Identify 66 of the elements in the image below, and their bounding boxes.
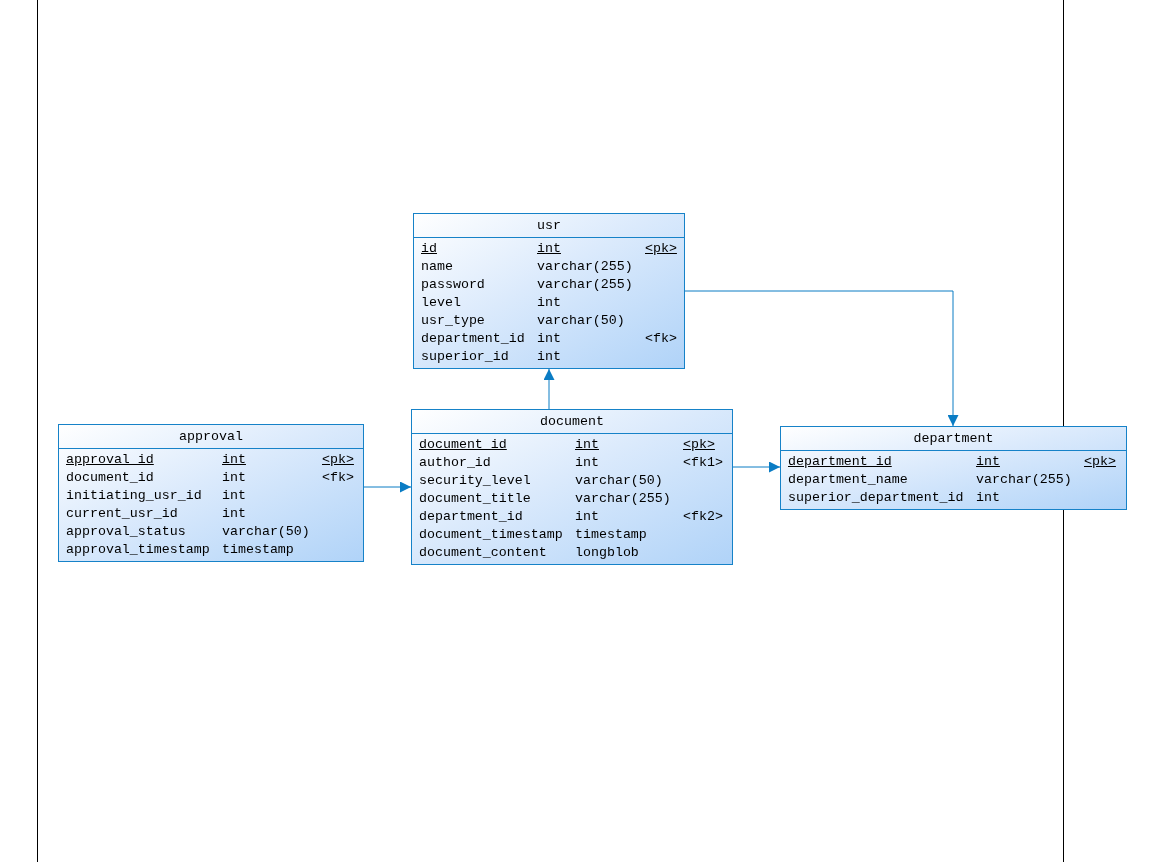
column-name: level — [421, 295, 461, 311]
key-marker: <pk> — [683, 437, 715, 453]
key-marker: <fk> — [645, 331, 677, 347]
entity-table — [58, 424, 364, 562]
key-marker: <pk> — [645, 241, 677, 257]
data-type: int — [976, 454, 1000, 470]
column-name: department_id — [788, 454, 892, 470]
key-marker: <fk2> — [683, 509, 723, 525]
table-name: department — [913, 430, 994, 447]
data-type: timestamp — [575, 527, 647, 543]
column-name: document_title — [419, 491, 531, 507]
data-type: longblob — [575, 545, 639, 561]
data-type: varchar(50) — [222, 524, 310, 540]
data-type: int — [575, 509, 599, 525]
relationship-arrow — [363, 481, 412, 493]
relationship-arrow — [684, 290, 959, 427]
column-name: approval_status — [66, 524, 186, 540]
relationship-arrow — [732, 461, 781, 473]
entity-table — [780, 426, 1127, 510]
data-type: varchar(255) — [537, 259, 633, 275]
data-type: varchar(50) — [575, 473, 663, 489]
data-type: int — [222, 488, 246, 504]
column-name: document_timestamp — [419, 527, 563, 543]
key-marker: <fk> — [322, 470, 354, 486]
data-type: int — [575, 455, 599, 471]
data-type: varchar(255) — [575, 491, 671, 507]
data-type: varchar(50) — [537, 313, 625, 329]
entity-table — [413, 213, 685, 369]
data-type: varchar(255) — [537, 277, 633, 293]
table-name: approval — [179, 428, 243, 445]
entity-table — [411, 409, 733, 565]
data-type: int — [976, 490, 1000, 506]
table-name: usr — [537, 217, 561, 234]
column-name: usr_type — [421, 313, 485, 329]
data-type: int — [537, 241, 561, 257]
data-type: int — [222, 470, 246, 486]
column-name: document_id — [66, 470, 154, 486]
column-name: password — [421, 277, 485, 293]
relationship-arrow — [543, 368, 555, 410]
data-type: int — [222, 452, 246, 468]
column-name: department_id — [419, 509, 523, 525]
data-type: int — [537, 349, 561, 365]
data-type: int — [537, 295, 561, 311]
column-name: approval_id — [66, 452, 154, 468]
data-type: int — [575, 437, 599, 453]
column-name: name — [421, 259, 453, 275]
data-type: int — [222, 506, 246, 522]
column-name: author_id — [419, 455, 491, 471]
column-name: superior_department_id — [788, 490, 964, 506]
table-name: document — [540, 413, 604, 430]
column-name: document_content — [419, 545, 547, 561]
column-name: id — [421, 241, 437, 257]
column-name: security_level — [419, 473, 531, 489]
column-name: department_name — [788, 472, 908, 488]
key-marker: <fk1> — [683, 455, 723, 471]
column-name: approval_timestamp — [66, 542, 210, 558]
key-marker: <pk> — [322, 452, 354, 468]
column-name: current_usr_id — [66, 506, 178, 522]
column-name: superior_id — [421, 349, 509, 365]
column-name: department_id — [421, 331, 525, 347]
data-type: int — [537, 331, 561, 347]
data-type: varchar(255) — [976, 472, 1072, 488]
column-name: initiating_usr_id — [66, 488, 202, 504]
data-type: timestamp — [222, 542, 294, 558]
column-name: document_id — [419, 437, 507, 453]
key-marker: <pk> — [1084, 454, 1116, 470]
